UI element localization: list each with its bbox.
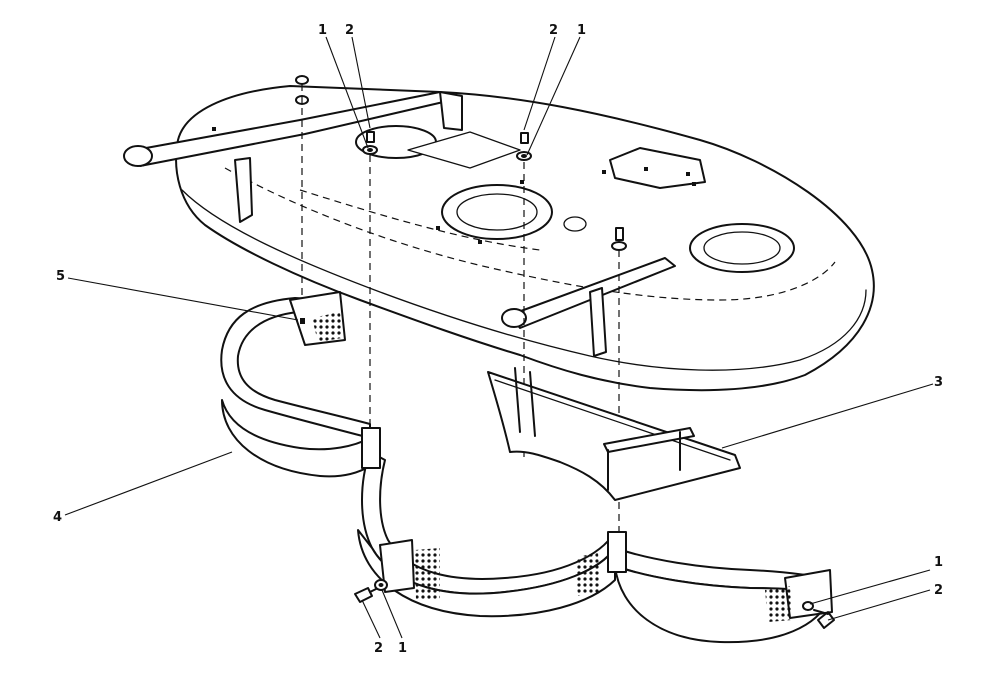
callout-part-5: 5 xyxy=(56,269,65,284)
leader-part-5 xyxy=(67,277,299,321)
top-hardware xyxy=(295,75,627,251)
rear-baffle-plate xyxy=(487,367,741,501)
callout-top-left-1: 1 xyxy=(318,23,327,38)
deck-baffle-assembly xyxy=(220,291,833,644)
rear-arm-gusset xyxy=(589,287,607,357)
rear-baffle-fold xyxy=(494,379,731,461)
deck-skirt-line xyxy=(181,189,867,371)
mesh-screen-center-right xyxy=(575,552,600,596)
leader-bottom-2 xyxy=(361,599,381,639)
lift-arm-riser xyxy=(439,91,463,131)
bolt-right xyxy=(813,609,835,629)
bolt-bottom-left xyxy=(354,587,379,603)
mesh-screen-right xyxy=(765,586,792,622)
callout-part-3: 3 xyxy=(934,375,943,390)
rear-baffle-body xyxy=(487,371,741,501)
washer-bottom-left xyxy=(374,579,388,591)
leader-top-left-1 xyxy=(325,36,369,149)
baffle-bracket-right xyxy=(607,531,627,573)
deck-ridge-line xyxy=(224,167,836,301)
callout-top-right-2: 2 xyxy=(549,23,558,38)
leader-part-4 xyxy=(64,451,233,516)
bolt-washer-top-left xyxy=(362,131,378,155)
leader-top-right-2 xyxy=(523,36,556,131)
top-bracket-hole xyxy=(300,318,305,324)
callout-numbers: 1 2 2 1 5 3 4 1 2 2 1 xyxy=(53,23,943,656)
hanger-rod-4 xyxy=(529,371,536,437)
hanger-rod-3 xyxy=(514,367,521,433)
lift-arm-pivot xyxy=(123,145,153,167)
loose-hardware xyxy=(354,579,835,629)
baffle-bracket-left xyxy=(361,427,381,469)
mesh-screen-top xyxy=(312,312,342,342)
leader-part-3 xyxy=(721,383,934,449)
callout-right-1: 1 xyxy=(934,555,943,570)
leader-bottom-1 xyxy=(381,589,403,639)
mesh-screen-center xyxy=(415,548,440,600)
front-lift-arm xyxy=(123,91,463,223)
baffle-end-bracket-left xyxy=(379,539,415,593)
deck-hole xyxy=(563,216,587,232)
center-spindle-ring xyxy=(456,193,538,231)
callout-part-4: 4 xyxy=(53,510,62,525)
leader-right-1 xyxy=(809,569,931,605)
callout-right-2: 2 xyxy=(934,583,943,598)
callout-bottom-1: 1 xyxy=(398,641,407,656)
deck-ridge-line-2 xyxy=(299,189,541,251)
right-spindle-ring xyxy=(703,231,781,265)
rear-hanger-bracket xyxy=(603,427,695,453)
rear-lift-arm xyxy=(501,257,676,357)
leader-top-right-1 xyxy=(526,36,581,156)
lift-arm-gusset xyxy=(234,157,253,223)
callout-bottom-2: 2 xyxy=(374,641,383,656)
leader-right-2 xyxy=(827,589,931,621)
leader-lines xyxy=(64,36,934,639)
leader-top-left-2 xyxy=(351,36,371,129)
assembly-center-lines xyxy=(301,84,620,535)
callout-top-left-2: 2 xyxy=(345,23,354,38)
rear-mount-bracket xyxy=(609,147,706,189)
callout-top-right-1: 1 xyxy=(577,23,586,38)
rear-arm-pivot xyxy=(501,308,527,328)
belt-shield xyxy=(407,131,521,169)
